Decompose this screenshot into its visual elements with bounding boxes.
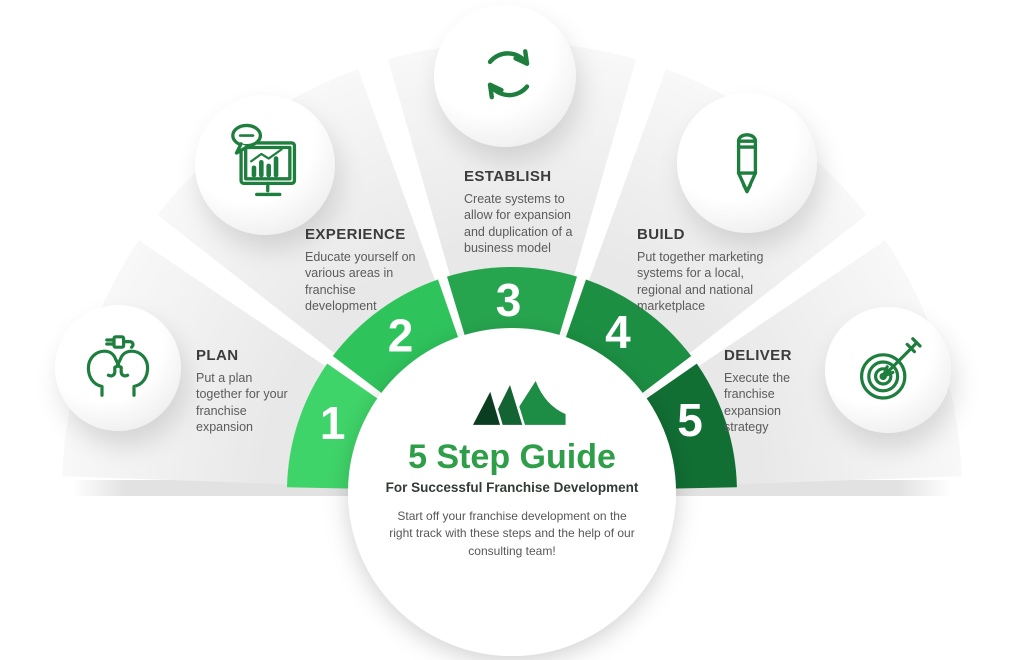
step-5-icon-circle	[825, 307, 951, 433]
pencil-icon	[736, 133, 758, 194]
step-4-number: 4	[605, 306, 631, 358]
cycle-arrows-icon	[487, 49, 530, 100]
center-description: Start off your franchise development on …	[389, 509, 635, 558]
monitor-chart-bubble-icon	[231, 123, 297, 197]
two-heads-connection-icon	[86, 335, 150, 397]
mountain-logo	[468, 375, 569, 428]
step-2-text: EXPERIENCE Educate yourself on various a…	[305, 226, 423, 314]
step-numbers: 1 2 3 4 5	[320, 274, 703, 449]
step-3-description: Create systems to allow for expansion an…	[464, 192, 573, 255]
step-5-text: DELIVER Execute the franchise expansion …	[724, 347, 816, 435]
monitor-chart-strokes	[231, 123, 297, 197]
step-1-icon-circle	[55, 305, 181, 431]
target-arrow-strokes	[860, 337, 922, 400]
ray-3	[388, 41, 636, 492]
step-5-title: DELIVER	[724, 347, 792, 364]
step-3-icon-circle	[434, 5, 576, 147]
pencil-strokes	[736, 133, 758, 194]
step-2-description: Educate yourself on various areas in fra…	[305, 250, 416, 313]
step-2-number: 2	[388, 310, 414, 362]
cycle-arrows-strokes	[487, 49, 530, 100]
center-subtitle: For Successful Franchise Development	[385, 480, 639, 495]
step-1-text: PLAN Put a plan together for your franch…	[196, 347, 296, 435]
step-2-title: EXPERIENCE	[305, 226, 406, 243]
center-content: 5 Step Guide For Successful Franchise De…	[377, 372, 647, 560]
step-4-title: BUILD	[637, 226, 685, 243]
step-5-number: 5	[677, 394, 703, 446]
step-2-icon-circle	[195, 95, 335, 235]
step-3-text: ESTABLISH Create systems to allow for ex…	[464, 168, 574, 256]
step-4-description: Put together marketing systems for a loc…	[637, 250, 764, 313]
two-heads-connection-strokes	[86, 335, 150, 397]
step-3-number: 3	[496, 274, 522, 326]
step-4-icon-circle	[677, 93, 817, 233]
step-1-description: Put a plan together for your franchise e…	[196, 371, 288, 434]
step-1-number: 1	[320, 397, 346, 449]
target-arrow-icon	[860, 337, 922, 400]
step-5-description: Execute the franchise expansion strategy	[724, 371, 791, 434]
center-title: 5 Step Guide	[408, 438, 616, 476]
step-1-title: PLAN	[196, 347, 239, 364]
step-4-text: BUILD Put together marketing systems for…	[637, 226, 769, 314]
center-disc	[348, 328, 676, 656]
step-3-title: ESTABLISH	[464, 168, 552, 185]
